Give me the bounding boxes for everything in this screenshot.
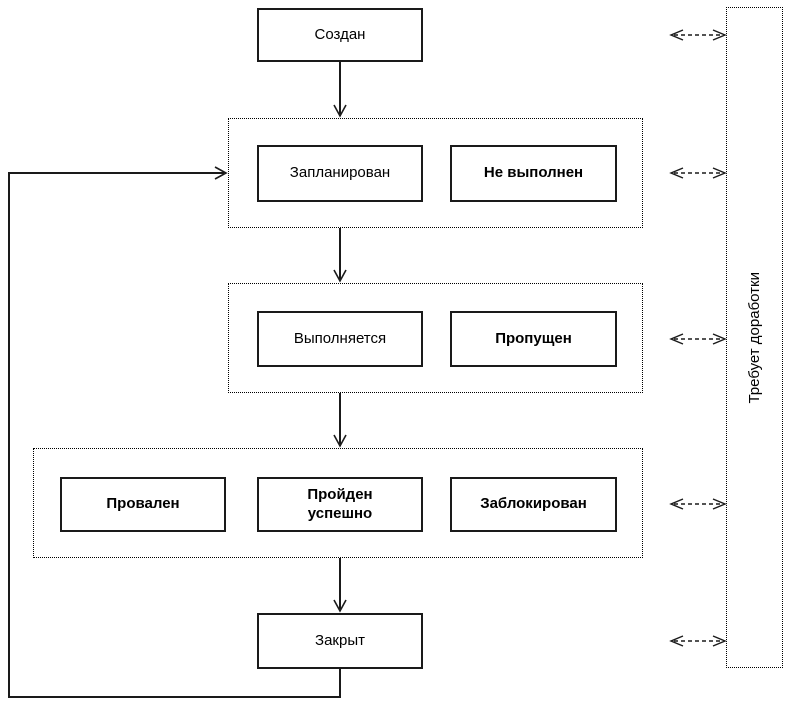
- state-label-passed: Пройден успешно: [307, 485, 373, 522]
- state-box-in-progress: Выполняется: [257, 311, 423, 367]
- state-box-closed: Закрыт: [257, 613, 423, 669]
- flow-arrow-execution-to-result: [333, 393, 347, 448]
- flow-arrow-result-to-closed: [333, 558, 347, 613]
- state-label-planned: Запланирован: [289, 164, 391, 182]
- group-result-states: [33, 448, 643, 558]
- group-execution-states: [228, 283, 643, 393]
- flow-arrow-planned-to-execution: [333, 228, 347, 283]
- state-box-blocked: Заблокирован: [450, 477, 617, 532]
- state-box-skipped: Пропущен: [450, 311, 617, 367]
- rework-link-closed: [669, 635, 727, 647]
- feedback-arrow-closed-to-planned: [8, 166, 341, 698]
- rework-link-execution: [669, 333, 727, 345]
- state-box-planned: Запланирован: [257, 145, 423, 202]
- state-box-not-executed: Не выполнен: [450, 145, 617, 202]
- state-box-failed: Провален: [60, 477, 226, 532]
- state-label-blocked: Заблокирован: [480, 495, 587, 513]
- state-label-created: Создан: [314, 25, 366, 43]
- group-planned-states: [228, 118, 643, 228]
- state-label-in-progress: Выполняется: [293, 329, 387, 347]
- state-label-not-executed: Не выполнен: [483, 164, 584, 182]
- state-label-skipped: Пропущен: [495, 329, 572, 347]
- rework-link-created: [669, 29, 727, 41]
- state-box-passed: Пройден успешно: [257, 477, 423, 532]
- rework-link-result: [669, 498, 727, 510]
- state-label-failed: Провален: [106, 495, 180, 513]
- state-box-created: Создан: [257, 8, 423, 62]
- rework-panel: Требует доработки: [726, 7, 783, 668]
- rework-link-planned: [669, 167, 727, 179]
- flow-arrow-created-to-planned: [333, 62, 347, 118]
- state-label-closed: Закрыт: [315, 631, 365, 649]
